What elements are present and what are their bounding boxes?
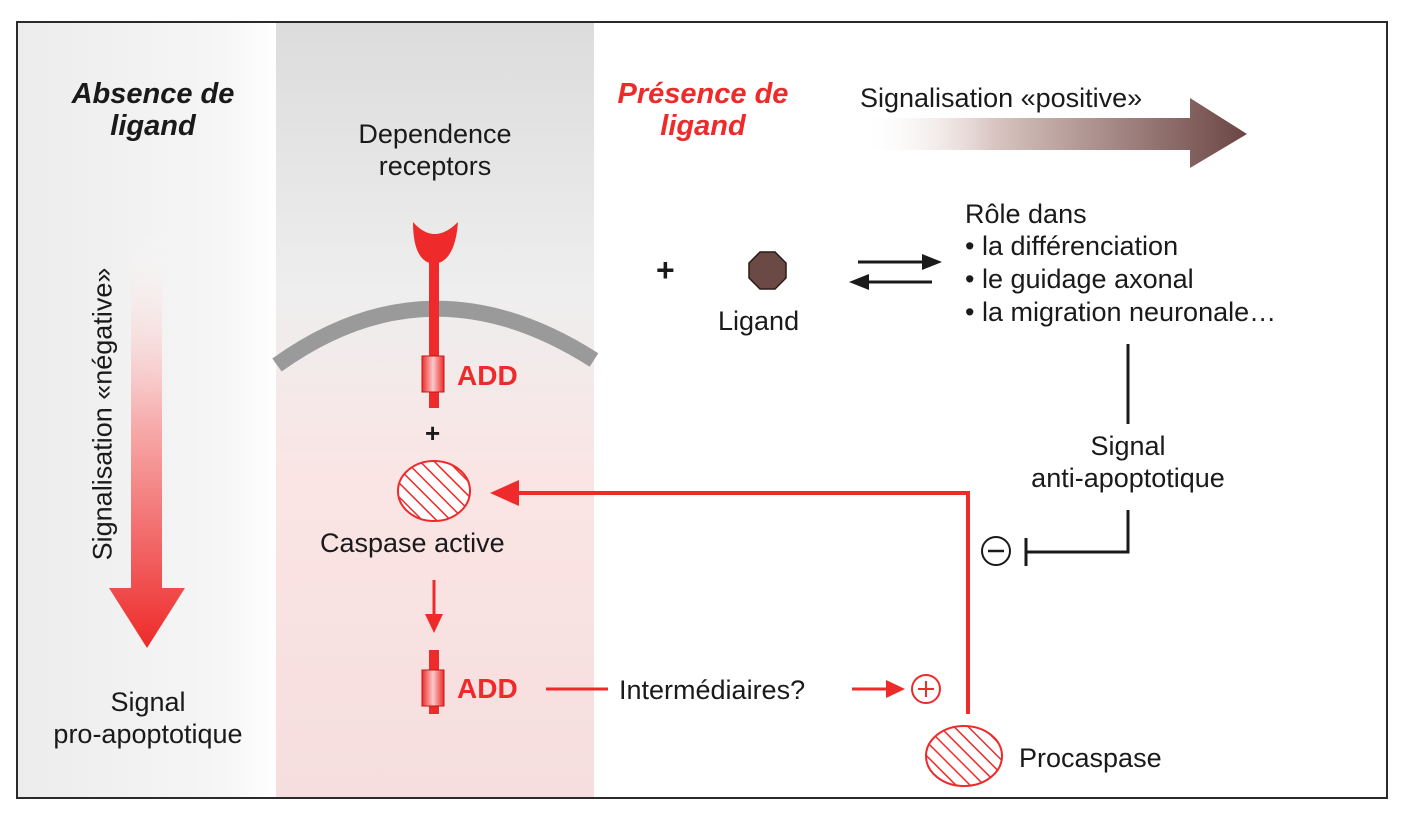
procaspase-activation-arrow [490,480,970,714]
add-label-receptor: ADD [457,360,518,391]
procaspase-label: Procaspase [1019,743,1162,773]
ligand-label: Ligand [718,306,800,336]
caspase-active-label: Caspase active [320,528,505,558]
role-title: Rôle dans [965,199,1087,229]
inhibition-line [1024,344,1130,566]
caspase-active-shape [397,460,471,522]
intermediates-label: Intermédiaires? [619,675,806,705]
positive-signaling-arrow [860,98,1247,168]
dependence-receptors-label: Dependence receptors [358,119,512,181]
dependence-receptor [413,222,458,408]
negative-signaling-label: Signalisation «négative» [87,267,118,561]
role-item: • la différenciation [965,231,1179,261]
receptor-plus-symbol: + [425,418,441,448]
role-item: • le guidage axonal [965,264,1194,294]
absence-heading: Absence de ligand [71,78,235,142]
procaspase-shape [925,725,1003,787]
presence-heading: Présence de ligand [617,78,789,142]
ligand-shape [748,251,787,290]
positive-signaling-label: Signalisation «positive» [860,83,1143,113]
activation-plus-circle [911,674,941,704]
ligand-plus-symbol: + [656,252,675,288]
intermediates-to-plus-arrow [852,680,905,698]
cleaved-add-fragment [421,650,445,714]
caspase-cleavage-arrow [425,580,443,633]
equilibrium-arrows [849,254,942,290]
pro-apoptotic-label: Signal pro-apoptotique [53,687,243,749]
add-label-cleaved: ADD [457,673,518,704]
role-item: • la migration neuronale… [965,297,1277,327]
inhibition-minus-circle [981,536,1011,566]
anti-apoptotic-label: Signal anti-apoptotique [1031,431,1225,493]
negative-signaling-arrow [109,228,185,648]
diagram-frame [16,21,1388,799]
